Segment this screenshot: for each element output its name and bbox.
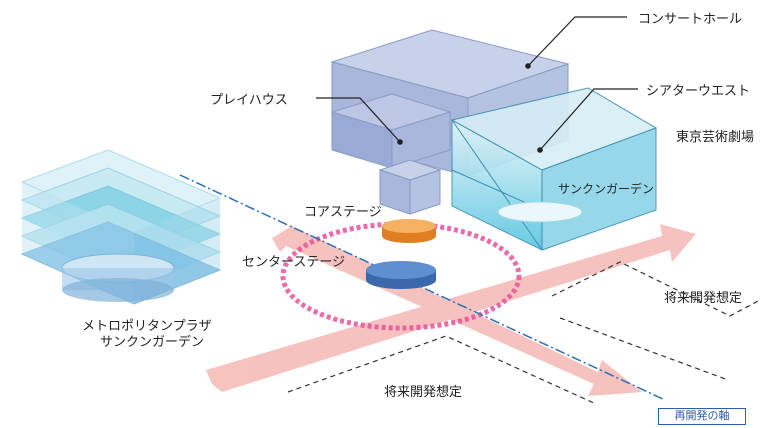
redevelopment-axis-line [179, 174, 666, 401]
label-future-dev-right: 将来開発想定 [664, 290, 742, 306]
leader-theater-west [539, 88, 638, 151]
future-dev-boundary-right [551, 261, 761, 317]
playhouse-building [330, 93, 452, 169]
redevelopment-axis-legend: 再開発の軸 [658, 408, 746, 425]
label-center-stage: センターステージ [242, 255, 345, 270]
label-playhouse: プレイハウス [210, 93, 288, 108]
pedestrian-flow-arrows [206, 224, 696, 396]
leader-lines [316, 16, 638, 153]
center-stage-disk [366, 261, 436, 289]
label-sunken-garden-right: サンクンガーデン [558, 181, 654, 196]
leader-concert-hall [527, 16, 627, 67]
theater-sunken-garden [497, 201, 583, 223]
core-stage-disk [382, 219, 436, 243]
theater-west-building [450, 87, 658, 251]
label-concert-hall: コンサートホール [638, 12, 742, 27]
label-metropolitan-sunken-garden: サンクンガーデン [100, 334, 204, 350]
label-metropolitan-plaza: メトロポリタンプラザ [82, 319, 212, 334]
podium-block [378, 159, 442, 215]
future-dev-boundary-right-lower [559, 317, 729, 381]
leader-playhouse [316, 97, 401, 143]
label-core-stage: コアステージ [304, 205, 382, 220]
label-tokyo-geijutsu-gekijo: 東京芸術劇場 [676, 129, 754, 145]
label-theater-west: シアターウエスト [646, 84, 750, 99]
flow-arrow-diagonal-up [206, 224, 696, 392]
label-future-dev-bottom: 将来開発想定 [384, 384, 462, 400]
metropolitan-plaza-building [20, 149, 222, 305]
future-dev-boundary-bottom [287, 335, 597, 405]
future-development-boundaries [287, 261, 761, 405]
